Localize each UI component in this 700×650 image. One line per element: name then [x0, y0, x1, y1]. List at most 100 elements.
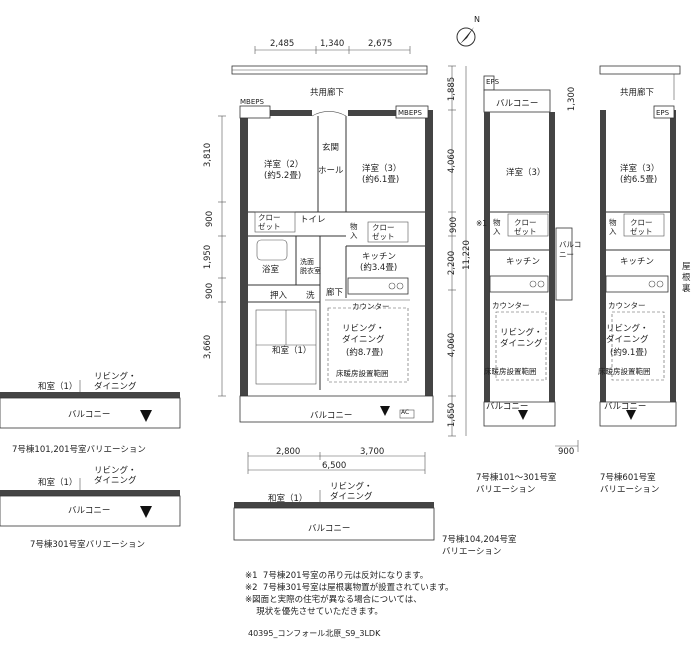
v1-storage-label: 物 入 — [493, 218, 501, 236]
main-hall-label: ホール — [318, 166, 344, 176]
north-arrow-icon: N — [456, 15, 480, 47]
s3-balcony: バルコニー — [308, 524, 351, 534]
v2-attic-label: 屋根裏 — [682, 262, 691, 294]
v2-yoshitsu3-label: 洋室（3） — [620, 164, 660, 174]
v2-living-size: (約9.1畳) — [610, 348, 648, 358]
main-oshiire-label: 押入 — [270, 291, 288, 301]
note-4: 現状を優先させていただきます。 — [245, 607, 383, 617]
v1-side-balcony: バルコ ニー — [559, 240, 582, 259]
main-sen-label: 洗 — [306, 291, 315, 301]
main-floor-plan — [218, 46, 467, 474]
main-washroom-label: 洗面 脱衣室 — [300, 258, 321, 275]
dim-bottom-2: 3,700 — [360, 447, 385, 457]
s2-living: リビング・ ダイニング — [94, 466, 137, 486]
v1-yoshitsu3-label: 洋室（3） — [506, 168, 546, 178]
main-bath-label: 浴室 — [262, 265, 280, 275]
variation-601-plan — [599, 65, 681, 427]
note-3: ※図面と実際の住宅が異なる場合については、 — [245, 595, 422, 605]
main-toilet-label: トイレ — [300, 215, 326, 225]
v1-balcony-top: バルコニー — [496, 99, 539, 109]
s1-living: リビング・ ダイニング — [94, 372, 137, 392]
s3-washitsu: 和室（1） — [268, 494, 308, 504]
s2-balcony: バルコニー — [68, 506, 111, 516]
main-living-size: (約8.7畳) — [346, 348, 384, 358]
main-yoshitsu2-label: 洋室（2） — [264, 160, 304, 170]
svg-text:N: N — [474, 15, 480, 24]
s1-caption: 7号棟101,201号室バリエーション — [12, 445, 146, 455]
dim-right-1: 1,885 — [447, 76, 458, 102]
s2-washitsu: 和室（1） — [38, 478, 78, 488]
dim-right-5: 4,060 — [447, 332, 458, 358]
note-1: ※1 7号棟201号室の吊り元は反対になります。 — [245, 571, 429, 581]
dim-side-balcony: 900 — [558, 447, 575, 457]
s1-balcony: バルコニー — [68, 410, 111, 420]
main-kitchen-label: キッチン — [362, 252, 397, 262]
variation-101-201-small — [0, 380, 181, 429]
main-living-label: リビング・ ダイニング — [342, 324, 385, 345]
variation-101-301-plan — [483, 75, 579, 452]
s1-washitsu: 和室（1） — [38, 382, 78, 392]
dim-top-2: 1,340 — [320, 39, 345, 49]
dim-left-2: 900 — [205, 210, 216, 228]
v1-closet-label: クロー ゼット — [514, 218, 537, 236]
dim-left-3: 1,950 — [203, 244, 214, 270]
variation-104-204-small — [233, 490, 435, 541]
v1-counter-label: カウンター — [492, 301, 530, 310]
main-kitchen-size: (約3.4畳) — [360, 263, 398, 273]
dim-right-4: 2,200 — [447, 250, 458, 276]
dim-right-total: 11,220 — [461, 240, 472, 270]
v1-note1: ※1 — [476, 219, 488, 228]
dim-right-3: 900 — [449, 216, 460, 234]
main-mbeps-left: MBEPS — [240, 98, 264, 106]
main-corridor-label: 共用廊下 — [310, 88, 345, 98]
main-balcony-label: バルコニー — [310, 411, 353, 421]
main-closet-right: クロー ゼット — [372, 223, 395, 241]
note-2: ※2 7号棟301号室は屋根裏物置が設置されています。 — [245, 583, 454, 593]
s3-caption: 7号棟104,204号室 バリエーション — [442, 535, 517, 557]
main-ac-icon: AC — [401, 409, 410, 416]
main-storage-label: 物 入 — [350, 222, 358, 240]
s2-caption: 7号棟301号室バリエーション — [30, 540, 145, 550]
dim-top-1: 2,485 — [270, 39, 295, 49]
main-rouka-label: 廊下 — [326, 288, 344, 298]
footer-code: 40395_コンフォール北原_S9_3LDK — [248, 629, 381, 638]
dim-left-1: 3,810 — [203, 142, 214, 168]
main-yoshitsu3-label: 洋室（3） — [362, 164, 402, 174]
v1-caption: 7号棟101～301号室 バリエーション — [476, 473, 557, 495]
v1-living-label: リビング・ ダイニング — [500, 328, 543, 349]
v2-storage-label: 物 入 — [609, 218, 617, 236]
v2-counter-label: カウンター — [608, 301, 646, 310]
main-yoshitsu3-size: (約6.1畳) — [362, 175, 400, 185]
dim-left-5: 3,660 — [203, 334, 214, 360]
v1-balcony-label: バルコニー — [486, 402, 529, 412]
dim-right-2: 4,060 — [447, 148, 458, 174]
v2-eps-label: EPS — [656, 109, 670, 117]
v2-kitchen-label: キッチン — [620, 257, 655, 267]
dim-right-6: 1,650 — [447, 402, 458, 428]
main-genkan-label: 玄関 — [322, 143, 340, 153]
v2-balcony-label: バルコニー — [604, 402, 647, 412]
v1-floor-heating: 床暖房設置範囲 — [484, 367, 537, 376]
dim-bottom-total: 6,500 — [322, 461, 347, 471]
dim-top-3: 2,675 — [368, 39, 393, 49]
main-washitsu-label: 和室（1） — [272, 346, 312, 356]
main-floor-heating: 床暖房設置範囲 — [336, 369, 389, 378]
v1-eps-label: EPS — [486, 78, 500, 86]
v2-corridor-label: 共用廊下 — [620, 88, 655, 98]
v2-closet-label: クロー ゼット — [630, 218, 653, 236]
dim-balcony-width: 1,300 — [567, 86, 578, 112]
v2-caption: 7号棟601号室 バリエーション — [600, 473, 660, 495]
main-closet-left: クロー ゼット — [258, 213, 281, 231]
s3-living: リビング・ ダイニング — [330, 482, 373, 502]
v2-living-label: リビング・ ダイニング — [606, 324, 649, 345]
main-counter-label: カウンター — [352, 302, 390, 311]
v2-yoshitsu3-size: (約6.5畳) — [620, 175, 658, 185]
main-mbeps-right: MBEPS — [398, 109, 422, 117]
dim-bottom-1: 2,800 — [276, 447, 301, 457]
dim-left-4: 900 — [205, 282, 216, 300]
v2-floor-heating: 床暖房設置範囲 — [598, 367, 651, 376]
variation-301-small — [0, 478, 181, 527]
v1-kitchen-label: キッチン — [506, 257, 541, 267]
main-yoshitsu2-size: (約5.2畳) — [264, 171, 302, 181]
